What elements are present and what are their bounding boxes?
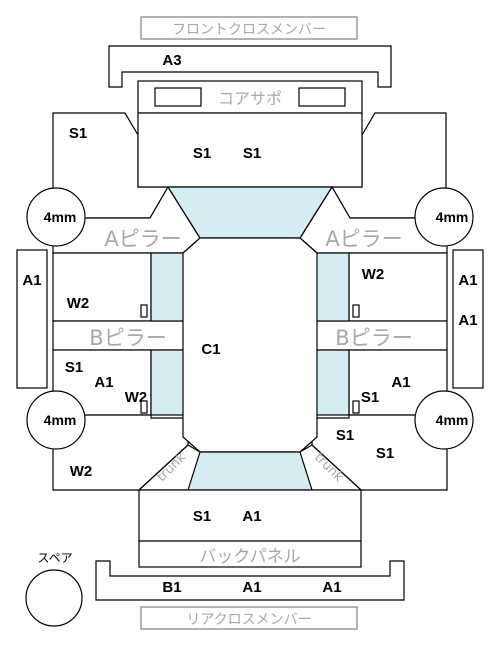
front-left-window[interactable] bbox=[150, 252, 189, 322]
rear-left-window[interactable] bbox=[150, 349, 189, 416]
rear-right-quarter-lower-code: S1 bbox=[376, 445, 394, 462]
hood-left-code: S1 bbox=[193, 145, 211, 162]
rear-right-door-handle bbox=[352, 400, 360, 414]
tire-front-right[interactable]: 4mm bbox=[414, 187, 474, 247]
rear-window[interactable] bbox=[187, 451, 313, 491]
left-rocker[interactable] bbox=[16, 249, 48, 389]
rear-cross-member-label: リアクロスメンバー bbox=[186, 612, 311, 628]
b-pillar-left[interactable] bbox=[52, 320, 189, 351]
front-left-door-code: W2 bbox=[67, 295, 90, 312]
left-headlight bbox=[154, 87, 202, 107]
trunk[interactable] bbox=[138, 489, 362, 542]
core-support-label: コアサポ bbox=[218, 89, 282, 108]
rear-right-window[interactable] bbox=[311, 349, 350, 416]
back-panel[interactable]: バックパネル bbox=[138, 540, 362, 568]
core-support[interactable]: コアサポ bbox=[137, 80, 363, 114]
rear-member-b-code: B1 bbox=[162, 579, 181, 596]
rear-cross-member: リアクロスメンバー bbox=[140, 606, 358, 630]
hood[interactable] bbox=[137, 112, 363, 188]
tire-front-right-depth: 4mm bbox=[436, 209, 469, 225]
rear-right-quarter-upper-code: S1 bbox=[336, 427, 354, 444]
a-pillar-right-label: Aピラー bbox=[325, 227, 402, 251]
tire-front-left[interactable]: 4mm bbox=[26, 187, 86, 247]
front-right-door-code: W2 bbox=[362, 266, 385, 283]
front-left-fender-code: S1 bbox=[69, 125, 87, 142]
a-pillar-left-label: Aピラー bbox=[104, 227, 181, 251]
spare-tire-label: スペア bbox=[37, 551, 72, 565]
right-rocker-lower-code: A1 bbox=[458, 312, 477, 329]
right-rocker[interactable] bbox=[452, 249, 484, 389]
rear-left-door-s-code: S1 bbox=[65, 359, 83, 376]
rear-right-door-s-code: S1 bbox=[361, 389, 379, 406]
front-right-door[interactable] bbox=[348, 252, 448, 322]
trunk-a-code: A1 bbox=[242, 508, 261, 525]
rear-left-quarter-code: W2 bbox=[70, 463, 93, 480]
b-pillar-left-label: Bピラー bbox=[89, 326, 166, 350]
front-cross-member-code: A3 bbox=[162, 52, 181, 69]
rear-cross-member-rail[interactable]: B1 A1 A1 bbox=[95, 560, 405, 601]
rear-member-a-left-code: A1 bbox=[242, 579, 261, 596]
front-right-window[interactable] bbox=[311, 252, 350, 322]
roof-code: C1 bbox=[201, 341, 220, 358]
b-pillar-right[interactable] bbox=[311, 320, 448, 351]
front-cross-member-label: フロントクロスメンバー bbox=[172, 22, 326, 38]
front-left-door[interactable] bbox=[52, 252, 152, 322]
rear-left-door-handle bbox=[140, 400, 148, 414]
rear-left-door-a-code: A1 bbox=[94, 374, 113, 391]
tire-rear-left[interactable]: 4mm bbox=[26, 390, 86, 450]
tire-rear-right[interactable]: 4mm bbox=[414, 390, 474, 450]
rear-right-door-a-code: A1 bbox=[391, 374, 410, 391]
tire-rear-right-depth: 4mm bbox=[436, 412, 469, 428]
spare-tire[interactable]: スペア bbox=[25, 551, 83, 627]
rear-member-a-right-code: A1 bbox=[322, 579, 341, 596]
hood-right-code: S1 bbox=[243, 145, 261, 162]
b-pillar-right-label: Bピラー bbox=[335, 326, 412, 350]
trunk-s-code: S1 bbox=[193, 508, 211, 525]
tire-rear-left-depth: 4mm bbox=[44, 412, 77, 428]
right-rocker-upper-code: A1 bbox=[458, 272, 477, 289]
front-cross-member-rail[interactable]: A3 bbox=[108, 45, 392, 88]
front-left-door-handle bbox=[140, 304, 148, 318]
back-panel-label: バックパネル bbox=[199, 547, 300, 567]
front-right-door-handle bbox=[352, 304, 360, 318]
right-headlight bbox=[298, 87, 346, 107]
tire-front-left-depth: 4mm bbox=[44, 209, 77, 225]
left-rocker-code: A1 bbox=[22, 272, 41, 289]
front-cross-member: フロントクロスメンバー bbox=[140, 16, 358, 40]
